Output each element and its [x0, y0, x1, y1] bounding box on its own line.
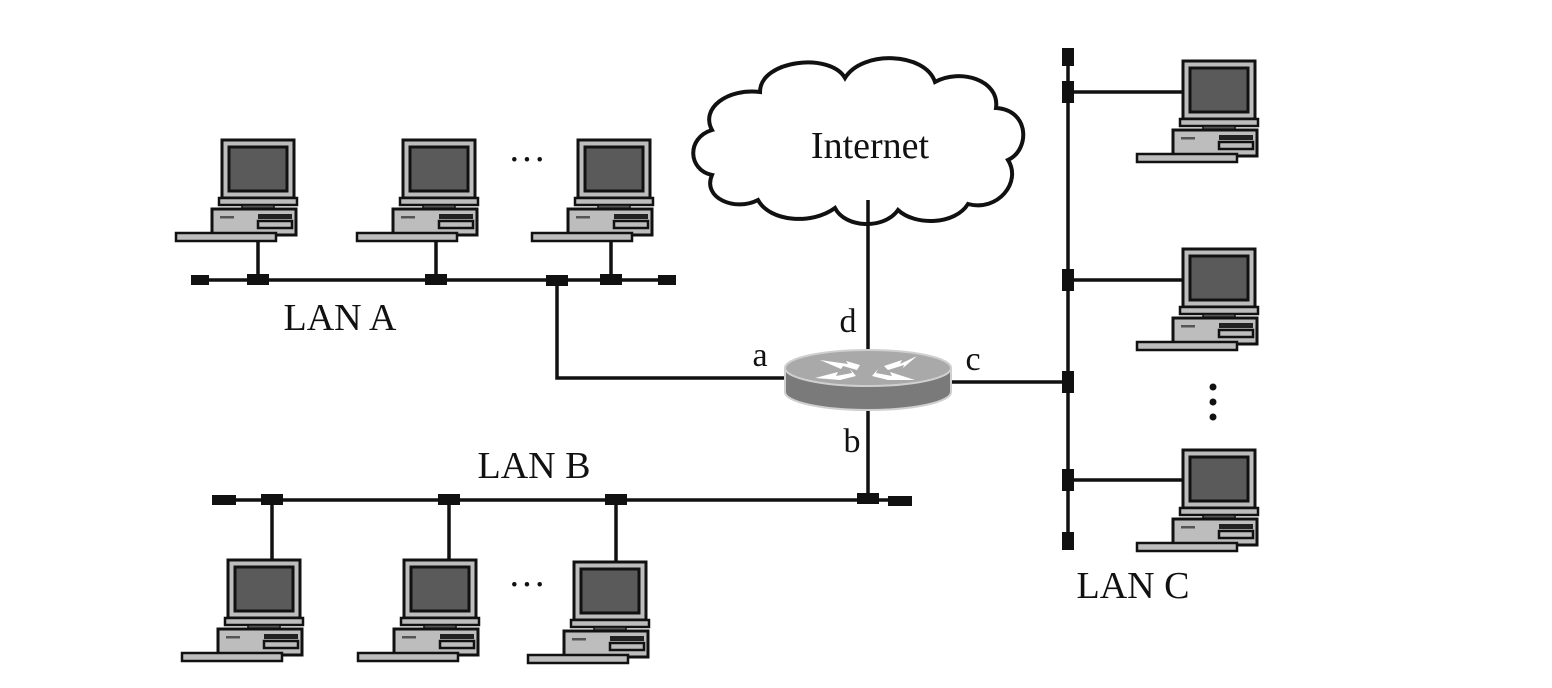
lan-a [174, 138, 655, 280]
lan-b-tap-connector-icon [605, 494, 627, 505]
router [784, 349, 952, 411]
lan-c-tap-connector-icon [1062, 81, 1074, 103]
lan-b-terminator-icon [888, 496, 912, 506]
lan-c-tap-connector-icon [1062, 269, 1074, 291]
lan-a-tap-connector-icon [425, 274, 447, 285]
lan-b-label: LAN B [478, 445, 591, 487]
lan-a-label: LAN A [284, 297, 398, 339]
lan-c-router-tap-icon [1062, 371, 1074, 393]
lan-b-tap-connector-icon [261, 494, 283, 505]
lan-b-ellipsis: ··· [508, 564, 546, 606]
port-d-label: d [840, 303, 857, 340]
lan-b-terminator-icon [212, 495, 236, 505]
lan-c-terminator-icon [1062, 532, 1074, 550]
lan-c-ellipsis [1209, 383, 1217, 421]
lan-b-computer-icon [356, 558, 481, 663]
lan-c-computer-icon [1135, 59, 1260, 164]
lan-b-tap-connector-icon [438, 494, 460, 505]
lan-c [1068, 59, 1260, 553]
internet-label: Internet [811, 125, 930, 167]
lan-a-tap-connector-icon [247, 274, 269, 285]
link-a [555, 280, 790, 380]
lan-a-router-tap-icon [546, 275, 568, 286]
lan-c-computer-icon [1135, 448, 1260, 553]
port-c-label: c [965, 341, 980, 378]
lan-b-computer-icon [526, 560, 651, 665]
lan-b [180, 500, 651, 665]
lan-c-label: LAN C [1077, 565, 1190, 607]
lan-a-terminator-icon [658, 275, 676, 285]
lan-c-tap-connector-icon [1062, 469, 1074, 491]
lan-c-terminator-icon [1062, 48, 1074, 66]
router-arrows-icon [815, 356, 917, 380]
connectors [191, 48, 1074, 550]
lan-a-computer-icon [174, 138, 299, 243]
lan-b-computer-icon [180, 558, 305, 663]
port-b-label: b [844, 423, 861, 460]
lan-c-computer-icon [1135, 247, 1260, 352]
router-top [784, 349, 952, 387]
port-a-label: a [752, 337, 767, 374]
lan-a-tap-connector-icon [600, 274, 622, 285]
lan-a-terminator-icon [191, 275, 209, 285]
lan-a-computer-icon [530, 138, 655, 243]
lan-a-ellipsis: ··· [508, 139, 546, 181]
lan-a-computer-icon [355, 138, 480, 243]
lan-b-router-tap-icon [857, 493, 879, 504]
cloud-outline-icon [691, 56, 1026, 226]
internet-cloud: Internet [691, 56, 1026, 226]
